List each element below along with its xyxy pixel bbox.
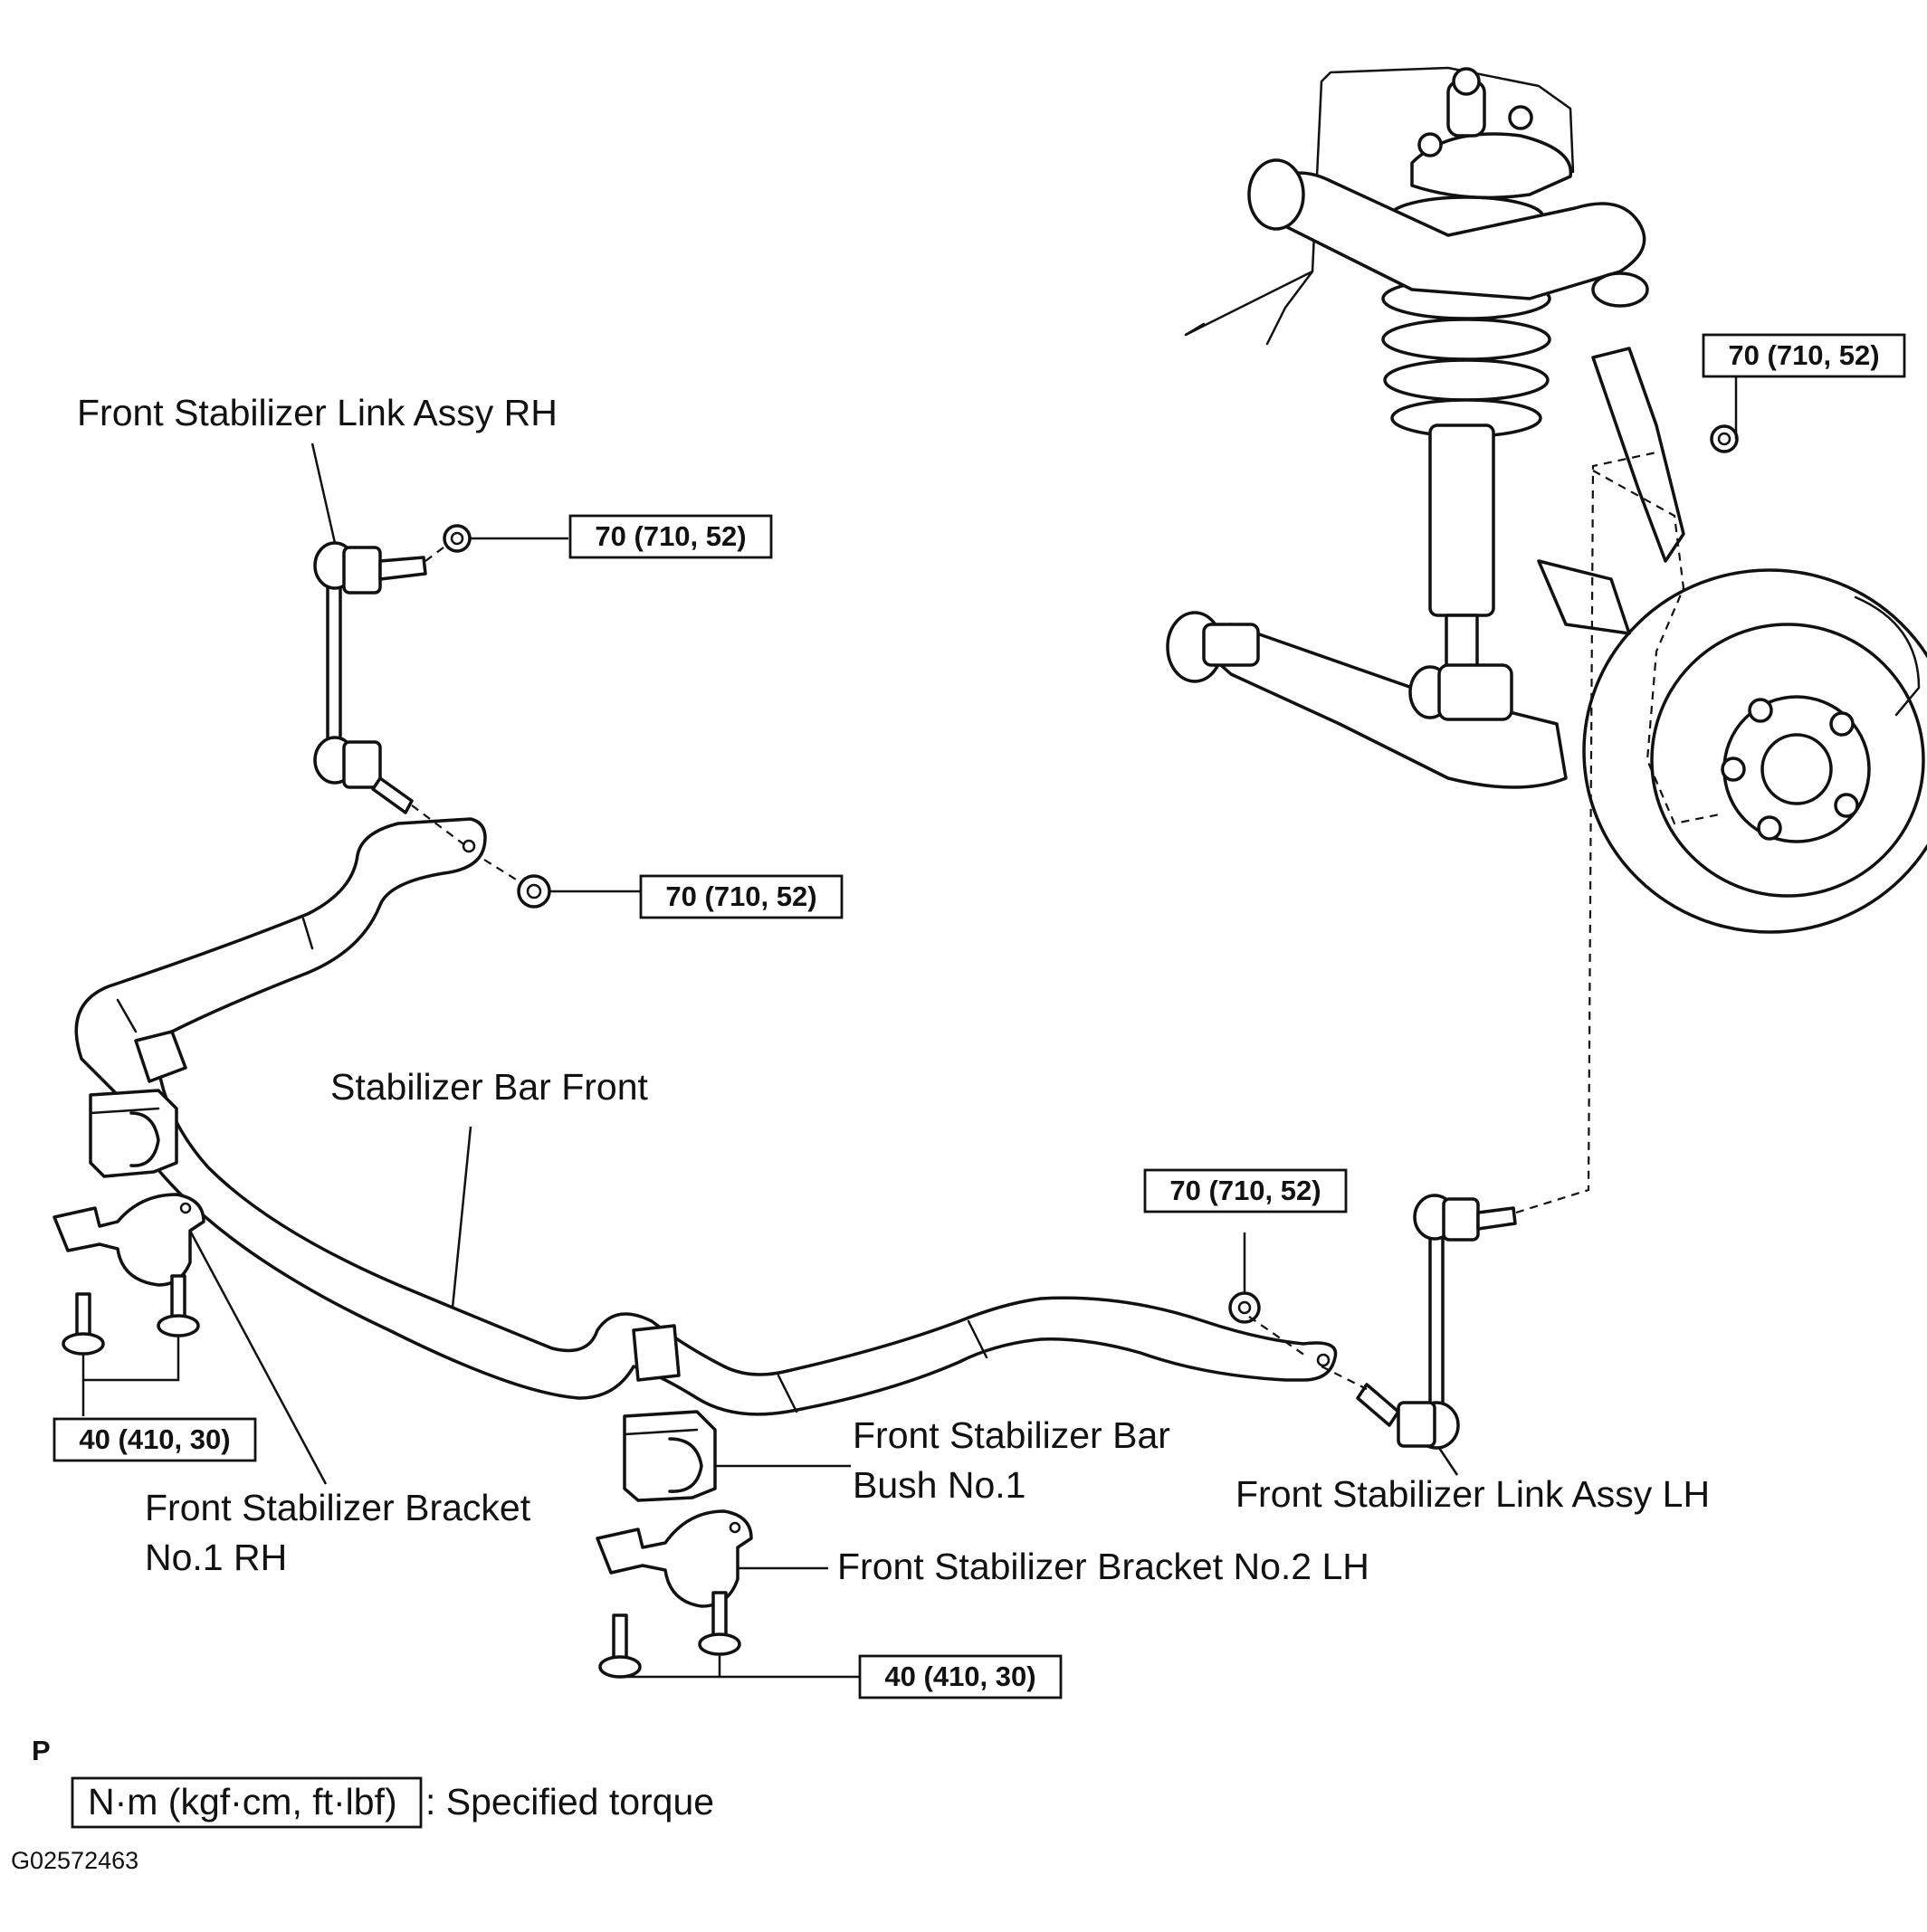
nut-knuckle-lh <box>1710 424 1739 453</box>
svg-text:40 (410, 30): 40 (410, 30) <box>884 1661 1035 1692</box>
svg-text:40 (410, 30): 40 (410, 30) <box>79 1423 230 1455</box>
svg-text:70 (710, 52): 70 (710, 52) <box>1728 339 1879 371</box>
stabilizer-bracket-rh <box>52 1193 205 1287</box>
torque-bar-lh: 70 (710, 52) <box>1143 1168 1348 1213</box>
torque-link-rh-lower: 70 (710, 52) <box>639 874 844 919</box>
label-bush-line1: Front Stabilizer Bar <box>853 1414 1170 1456</box>
leader-bracket-rh <box>188 1230 328 1485</box>
torque-knuckle-lh: 70 (710, 52) <box>1702 333 1906 378</box>
torque-bracket-rh: 40 (410, 30) <box>52 1417 257 1462</box>
stabilizer-bracket-no2-lh <box>596 1509 753 1608</box>
label-link-assy-rh: Front Stabilizer Link Assy RH <box>77 392 558 433</box>
legend-unit-box: N·m (kgf·cm, ft·lbf) <box>88 1781 397 1823</box>
front-suspension-illustration <box>1166 66 1927 934</box>
nut-link-rh-upper <box>443 524 472 553</box>
svg-text:70 (710, 52): 70 (710, 52) <box>1169 1175 1321 1206</box>
bolt-bracket-rh-1 <box>62 1292 105 1356</box>
nut-link-rh-lower <box>517 874 551 909</box>
figure-code: G02572463 <box>11 1847 138 1874</box>
brake-disc-hub <box>1582 568 1927 934</box>
stabilizer-bar-bush-no1 <box>623 1410 717 1502</box>
label-bracket-no2-lh: Front Stabilizer Bracket No.2 LH <box>837 1546 1369 1587</box>
stabilizer-bar-front <box>74 817 1338 1416</box>
label-bracket-rh-line2: No.1 RH <box>145 1537 287 1578</box>
torque-link-rh-upper: 70 (710, 52) <box>568 514 773 559</box>
label-link-assy-lh: Front Stabilizer Link Assy LH <box>1235 1473 1710 1515</box>
label-bush-line2: Bush No.1 <box>853 1464 1026 1506</box>
front-stabilizer-link-assy-rh <box>313 541 427 814</box>
bolt-bracket-lh-1 <box>598 1613 642 1679</box>
bolt-bracket-lh-2 <box>698 1591 741 1656</box>
label-stabilizer-bar-front: Stabilizer Bar Front <box>330 1066 649 1108</box>
stabilizer-bush-rh <box>89 1089 178 1178</box>
nut-bar-lh <box>1228 1291 1261 1324</box>
torque-bracket-lh: 40 (410, 30) <box>858 1654 1063 1699</box>
torque-legend: P N·m (kgf·cm, ft·lbf) : Specified torqu… <box>32 1735 714 1829</box>
svg-text:70 (710, 52): 70 (710, 52) <box>595 520 746 552</box>
svg-text:70 (710, 52): 70 (710, 52) <box>665 880 816 912</box>
legend-prefix: P <box>32 1735 51 1766</box>
front-stabilizer-link-assy-lh <box>1356 1194 1517 1450</box>
label-bracket-rh-line1: Front Stabilizer Bracket <box>145 1487 531 1528</box>
leader-link-rh <box>310 443 337 544</box>
leader-bar-front <box>451 1126 472 1309</box>
legend-description: : Specified torque <box>425 1781 714 1823</box>
leader-link-lh <box>1437 1447 1459 1476</box>
